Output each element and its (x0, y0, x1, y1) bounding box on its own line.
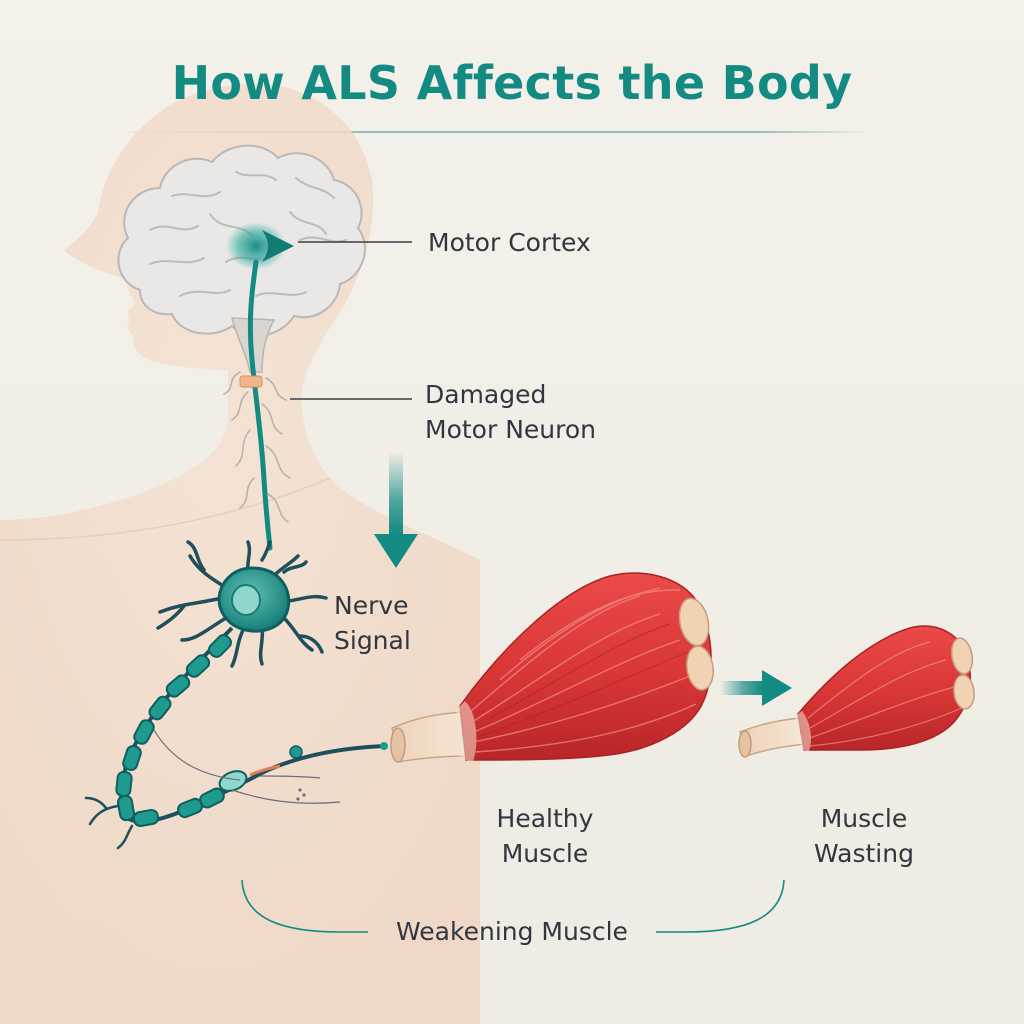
label-wasting-line-2: Wasting (814, 839, 914, 868)
label-nerve-signal: Nerve Signal (334, 588, 411, 658)
title-divider (120, 131, 872, 133)
label-damaged-line-2: Motor Neuron (425, 415, 596, 444)
weakening-bracket (241, 879, 785, 933)
label-wasting-line-1: Muscle (820, 804, 908, 833)
label-healthy-line-1: Healthy (496, 804, 594, 833)
label-weakening-text: Weakening Muscle (396, 917, 628, 946)
label-muscle-wasting: Muscle Wasting (784, 801, 944, 871)
label-motor-cortex-text: Motor Cortex (428, 228, 591, 257)
wasting-muscle (738, 625, 975, 758)
label-motor-cortex: Motor Cortex (428, 225, 591, 260)
spinal-cord (223, 259, 291, 551)
motor-cortex-highlight (226, 222, 294, 270)
axon (84, 626, 388, 850)
label-weakening-muscle: Weakening Muscle (362, 914, 662, 949)
label-damaged-motor-neuron: Damaged Motor Neuron (425, 377, 596, 447)
nerve-signal-arrow (374, 452, 418, 568)
label-healthy-line-2: Muscle (501, 839, 589, 868)
page-title: How ALS Affects the Body (171, 56, 853, 110)
label-nerve-line-1: Nerve (334, 591, 409, 620)
label-damaged-line-1: Damaged (425, 380, 547, 409)
leader-lines (290, 241, 412, 400)
label-nerve-line-2: Signal (334, 626, 411, 655)
wasting-arrow (720, 670, 792, 706)
label-healthy-muscle: Healthy Muscle (465, 801, 625, 871)
motor-neuron (156, 540, 328, 668)
healthy-muscle (390, 572, 714, 763)
